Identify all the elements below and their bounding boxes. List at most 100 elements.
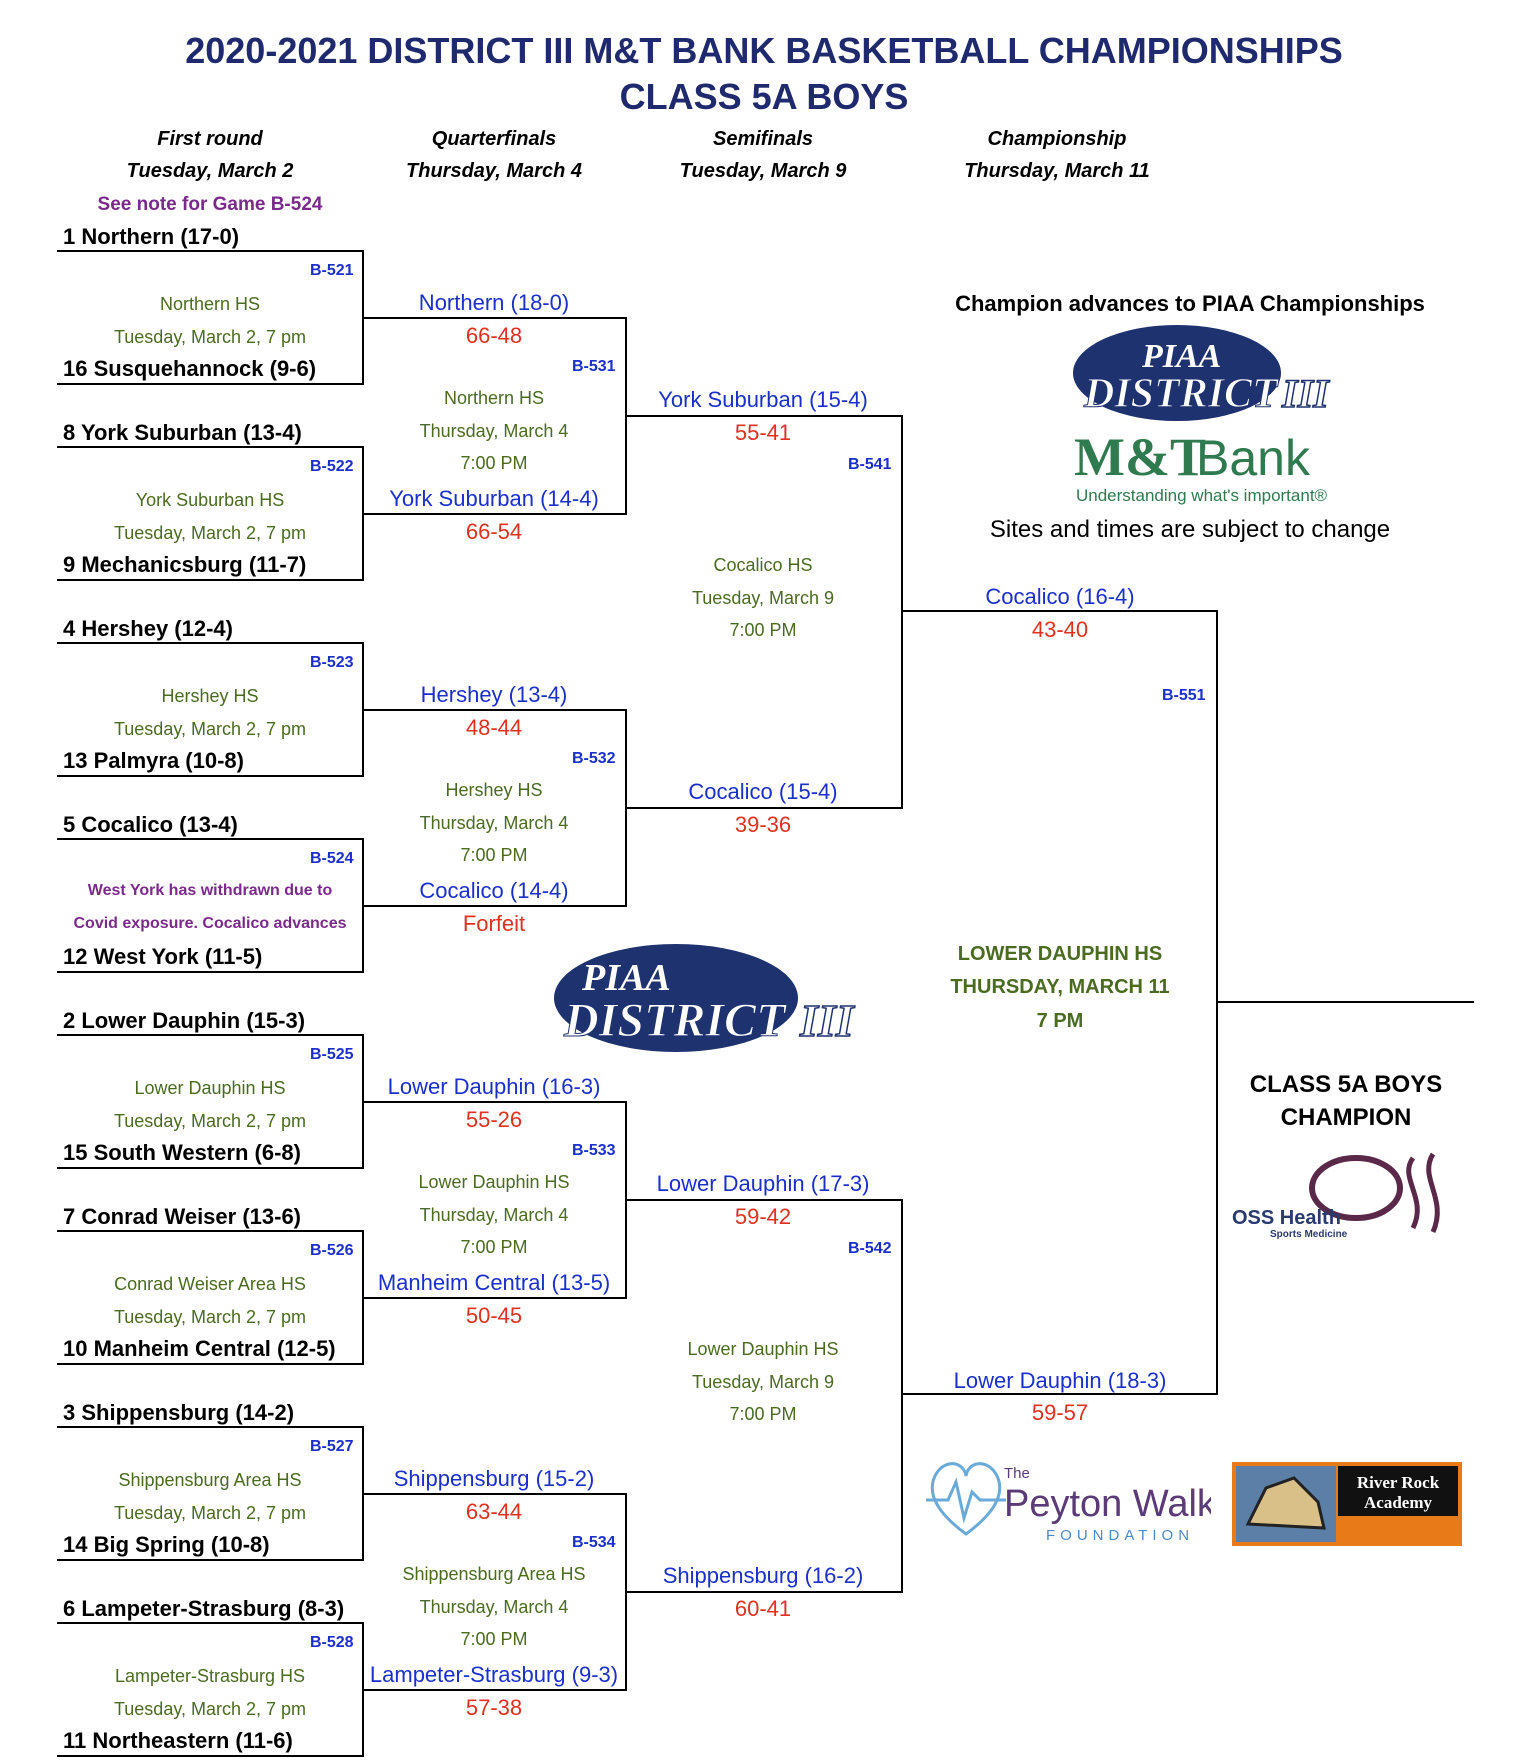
- winner-score: 57-38: [465, 1695, 523, 1720]
- bracket-line: [57, 775, 364, 777]
- game-site: Northern HS: [443, 388, 545, 408]
- team-seed-bottom: 12 West York (11-5): [63, 944, 263, 969]
- bracket-line: [57, 1230, 364, 1232]
- team-seed-bottom: 16 Susquehannock (9-6): [63, 356, 317, 381]
- game-id: B-524: [310, 850, 354, 867]
- game-time: Tuesday, March 2, 7 pm: [113, 327, 307, 347]
- game-site: Conrad Weiser Area HS: [114, 1274, 306, 1294]
- withdraw-note: Covid exposure. Cocalico advances: [73, 915, 347, 932]
- bracket-line: [362, 1493, 627, 1495]
- mt-bank-logo: M&T Bank Understanding what's important®: [1072, 425, 1372, 507]
- change-note: Sites and times are subject to change: [989, 516, 1391, 543]
- winner-score: 60-41: [734, 1596, 792, 1621]
- final-score-top: 43-40: [1031, 617, 1089, 642]
- oss-logo-sub: Sports Medicine: [1270, 1229, 1348, 1240]
- winner-score: 59-42: [734, 1204, 792, 1229]
- game-time: Tuesday, March 2, 7 pm: [113, 523, 307, 543]
- bracket-line: [57, 1363, 364, 1365]
- final-bottom-line: [903, 1393, 1218, 1395]
- final-team-bottom: Lower Dauphin (18-3): [953, 1368, 1167, 1393]
- river-rock-logo: River Rock Academy: [1232, 1462, 1462, 1546]
- team-seed-top: 2 Lower Dauphin (15-3): [63, 1008, 306, 1033]
- game-site: Lampeter-Strasburg HS: [114, 1666, 306, 1686]
- piaa-logo-bottom-text: DISTRICT: [1083, 371, 1280, 417]
- winner-team: Cocalico (14-4): [419, 878, 569, 903]
- game-id: B-526: [310, 1242, 354, 1259]
- game-time: Tuesday, March 2, 7 pm: [113, 1503, 307, 1523]
- game-time: 7:00 PM: [729, 1404, 797, 1424]
- round-name-3: Semifinals: [712, 128, 814, 150]
- winner-team: York Suburban (14-4): [389, 486, 599, 511]
- game-time: Tuesday, March 2, 7 pm: [113, 1307, 307, 1327]
- bracket-line: [625, 1199, 903, 1201]
- final-top-line: [903, 610, 1218, 612]
- game-site: Cocalico HS: [713, 555, 813, 575]
- game-time: 7:00 PM: [729, 620, 797, 640]
- winner-team: Shippensburg (16-2): [662, 1563, 864, 1588]
- team-seed-top: 6 Lampeter-Strasburg (8-3): [63, 1596, 345, 1621]
- champion-label-1: CLASS 5A BOYS: [1249, 1071, 1443, 1098]
- bracket-line: [362, 1689, 627, 1691]
- game-time: 7:00 PM: [460, 1237, 528, 1257]
- winner-team: Hershey (13-4): [420, 682, 568, 707]
- game-id: B-528: [310, 1634, 354, 1651]
- winner-team: Northern (18-0): [418, 290, 570, 315]
- game-site: York Suburban HS: [135, 490, 285, 510]
- game-time: Tuesday, March 2, 7 pm: [113, 1699, 307, 1719]
- winner-score: 55-26: [465, 1107, 523, 1132]
- game-time: 7:00 PM: [460, 1629, 528, 1649]
- river-logo-line2: Academy: [1364, 1493, 1432, 1512]
- piaa-center-top-text: PIAA: [581, 957, 671, 999]
- winner-team: Lampeter-Strasburg (9-3): [369, 1662, 619, 1687]
- round-name-4: Championship: [987, 128, 1127, 150]
- page-subtitle: CLASS 5A BOYS: [619, 76, 909, 117]
- game-id: B-527: [310, 1438, 354, 1455]
- winner-score: 66-48: [465, 323, 523, 348]
- peyton-walker-logo: The Peyton Walker FOUNDATION: [926, 1452, 1250, 1548]
- round-name-1: First round: [157, 128, 263, 150]
- game-time: 7:00 PM: [460, 845, 528, 865]
- bracket-line: [57, 1559, 364, 1561]
- final-time: 7 PM: [1036, 1010, 1084, 1032]
- winner-team: York Suburban (15-4): [658, 387, 868, 412]
- game-site: Northern HS: [159, 294, 261, 314]
- mt-logo-main: M&T: [1074, 427, 1206, 487]
- game-id: B-525: [310, 1046, 354, 1063]
- piaa-logo-roman: III: [1281, 371, 1330, 416]
- bracket-line: [362, 1297, 627, 1299]
- river-logo-line1: River Rock: [1357, 1473, 1440, 1492]
- round-date-1: Tuesday, March 2: [126, 160, 294, 182]
- bracket-line: [901, 1199, 903, 1593]
- game-time: Tuesday, March 2, 7 pm: [113, 719, 307, 739]
- bracket-line: [57, 838, 364, 840]
- note-header: See note for Game B-524: [97, 194, 323, 215]
- game-date: Thursday, March 4: [419, 1205, 569, 1225]
- team-seed-bottom: 14 Big Spring (10-8): [63, 1532, 270, 1557]
- bracket-line: [57, 250, 364, 252]
- team-seed-bottom: 15 South Western (6-8): [63, 1140, 301, 1165]
- bracket-line: [57, 1167, 364, 1169]
- game-id-final: B-551: [1162, 687, 1206, 704]
- round-date-4: Thursday, March 11: [964, 160, 1150, 182]
- final-site: LOWER DAUPHIN HS: [957, 943, 1163, 965]
- round-date-2: Thursday, March 4: [406, 160, 582, 182]
- team-seed-bottom: 10 Manheim Central (12-5): [63, 1336, 336, 1361]
- final-date: THURSDAY, MARCH 11: [950, 976, 1170, 998]
- piaa-district-logo-center: PIAA DISTRICT III: [552, 942, 872, 1054]
- game-site: Shippensburg Area HS: [118, 1470, 302, 1490]
- game-date: Tuesday, March 9: [691, 588, 835, 608]
- round-name-2: Quarterfinals: [431, 128, 557, 150]
- game-id: B-531: [572, 358, 616, 375]
- game-id: B-541: [848, 456, 892, 473]
- round-date-3: Tuesday, March 9: [679, 160, 847, 182]
- bracket-line: [57, 1755, 364, 1757]
- team-seed-bottom: 9 Mechanicsburg (11-7): [63, 552, 307, 577]
- winner-team: Lower Dauphin (17-3): [656, 1171, 870, 1196]
- game-id: B-534: [572, 1534, 616, 1551]
- team-seed-top: 1 Northern (17-0): [63, 224, 240, 249]
- bracket-line: [362, 513, 627, 515]
- withdraw-note: West York has withdrawn due to: [87, 882, 333, 899]
- game-site: Lower Dauphin HS: [418, 1172, 570, 1192]
- piaa-center-bottom-text: DISTRICT: [563, 994, 787, 1047]
- piaa-center-roman: III: [799, 995, 856, 1046]
